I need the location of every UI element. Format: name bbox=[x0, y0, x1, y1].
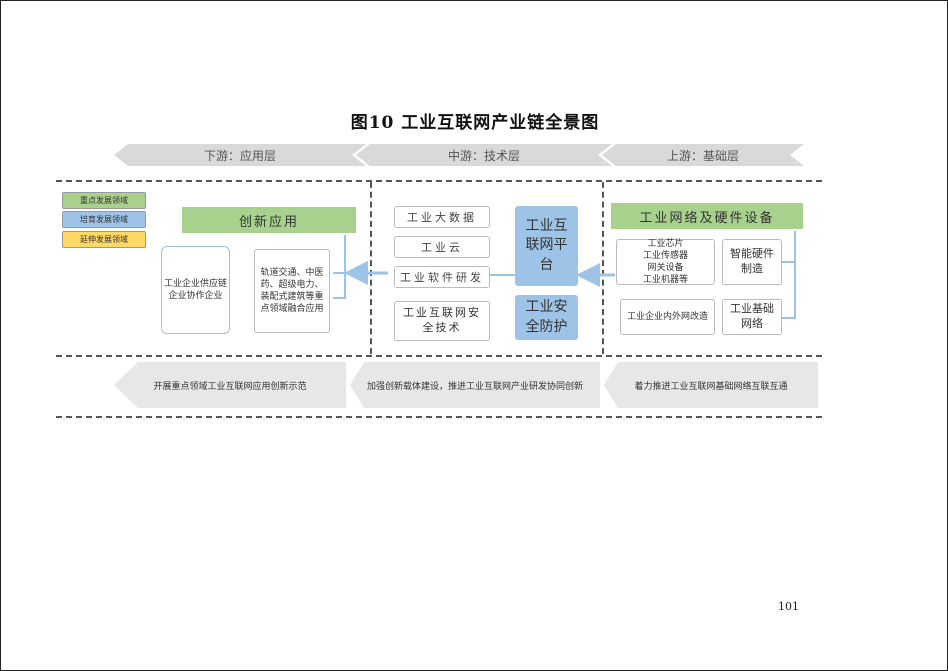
downstream-app-description: 轨道交通、中医药、超级电力、装配式建筑等重点领域融合应用 bbox=[254, 249, 330, 333]
midstream-item-bigdata: 工业大数据 bbox=[394, 206, 490, 228]
legend-key-extend: 延伸发展领域 bbox=[62, 231, 146, 248]
stage-downstream: 下游：应用层 bbox=[114, 144, 366, 166]
page-number: 101 bbox=[778, 600, 799, 613]
divider-bottom bbox=[56, 416, 822, 418]
midstream-item-software: 工业软件研发 bbox=[394, 266, 490, 288]
midstream-security: 工业安全防护 bbox=[515, 295, 578, 340]
downstream-bracket bbox=[333, 235, 346, 299]
legend-key-priority: 重点发展领域 bbox=[62, 192, 146, 209]
upstream-bracket bbox=[782, 231, 796, 319]
midstream-platform: 工业互联网平台 bbox=[515, 206, 578, 286]
direction-midstream: 加强创新载体建设，推进工业互联网产业研发协同创新 bbox=[350, 362, 600, 408]
midstream-security-tech: 工业互联网安全技术 bbox=[394, 301, 490, 341]
divider-left-column bbox=[370, 182, 372, 354]
downstream-collaboration: 工业企业供应链企业协作企业 bbox=[161, 246, 230, 334]
divider-top bbox=[56, 180, 822, 182]
upstream-network-items: 工业企业内外网改造 bbox=[620, 299, 715, 335]
upstream-header: 工业网络及硬件设备 bbox=[611, 203, 803, 229]
midstream-item-cloud: 工业云 bbox=[394, 236, 490, 258]
upstream-hardware-title: 智能硬件制造 bbox=[722, 239, 782, 285]
stage-upstream: 上游：基础层 bbox=[602, 144, 804, 166]
direction-upstream: 着力推进工业互联网基础网络互联互通 bbox=[604, 362, 818, 408]
divider-middle bbox=[56, 355, 822, 357]
upstream-network-title: 工业基础网络 bbox=[722, 299, 782, 335]
downstream-header: 创新应用 bbox=[182, 207, 356, 233]
page-title: 图10 工业互联网产业链全景图 bbox=[350, 113, 600, 133]
divider-right-column bbox=[602, 182, 604, 354]
stage-midstream: 中游：技术层 bbox=[356, 144, 612, 166]
direction-downstream: 开展重点领域工业互联网应用创新示范 bbox=[114, 362, 346, 408]
legend-key-cultivate: 培育发展领域 bbox=[62, 211, 146, 228]
upstream-hardware-items: 工业芯片 工业传感器 网关设备 工业机器等 bbox=[616, 239, 715, 285]
